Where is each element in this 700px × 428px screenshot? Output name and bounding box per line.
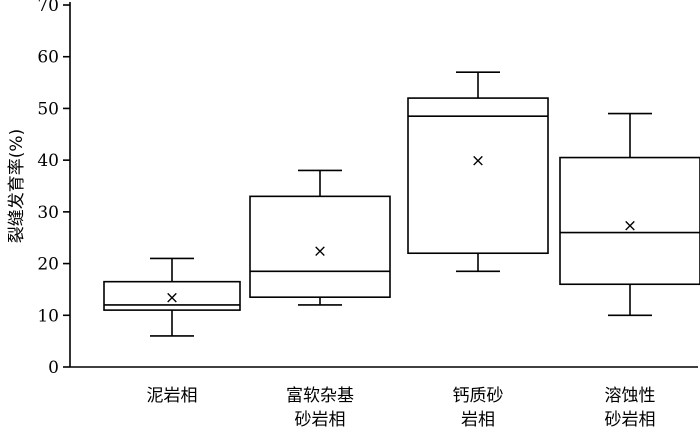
box-4: × [559, 112, 700, 317]
y-tick-label: 10 [37, 306, 59, 326]
box-3: × [407, 71, 549, 273]
mean-marker: × [313, 242, 327, 262]
y-axis: 0 10 20 30 40 50 60 70 [37, 0, 71, 378]
category-label: 富软杂基 [286, 386, 354, 406]
category-label: 泥岩相 [147, 386, 198, 406]
category-label: 砂岩相 [295, 410, 346, 428]
iqr-box [249, 195, 391, 298]
y-axis-title: 裂缝发育率(%) [7, 129, 27, 243]
y-tick-label: 30 [37, 203, 59, 223]
iqr-box [407, 97, 549, 255]
iqr-box [103, 280, 241, 311]
category-label: 岩相 [461, 410, 495, 428]
iqr-box [559, 156, 700, 286]
category-label: 钙质砂 [453, 386, 504, 406]
y-tick-label: 40 [37, 151, 59, 171]
category-label: 砂岩相 [605, 410, 656, 428]
mean-marker: × [623, 216, 637, 236]
y-tick-label: 60 [37, 48, 59, 68]
boxes: × × × × [103, 71, 700, 337]
y-tick-label: 50 [37, 99, 59, 119]
category-label: 溶蚀性 [605, 386, 656, 406]
y-tick-label: 70 [37, 0, 59, 16]
y-tick-label: 0 [48, 358, 59, 378]
y-tick-label: 20 [37, 255, 59, 275]
mean-marker: × [471, 151, 485, 171]
box-1: × [103, 257, 241, 337]
mean-marker: × [165, 288, 179, 308]
box-2: × [249, 169, 391, 306]
